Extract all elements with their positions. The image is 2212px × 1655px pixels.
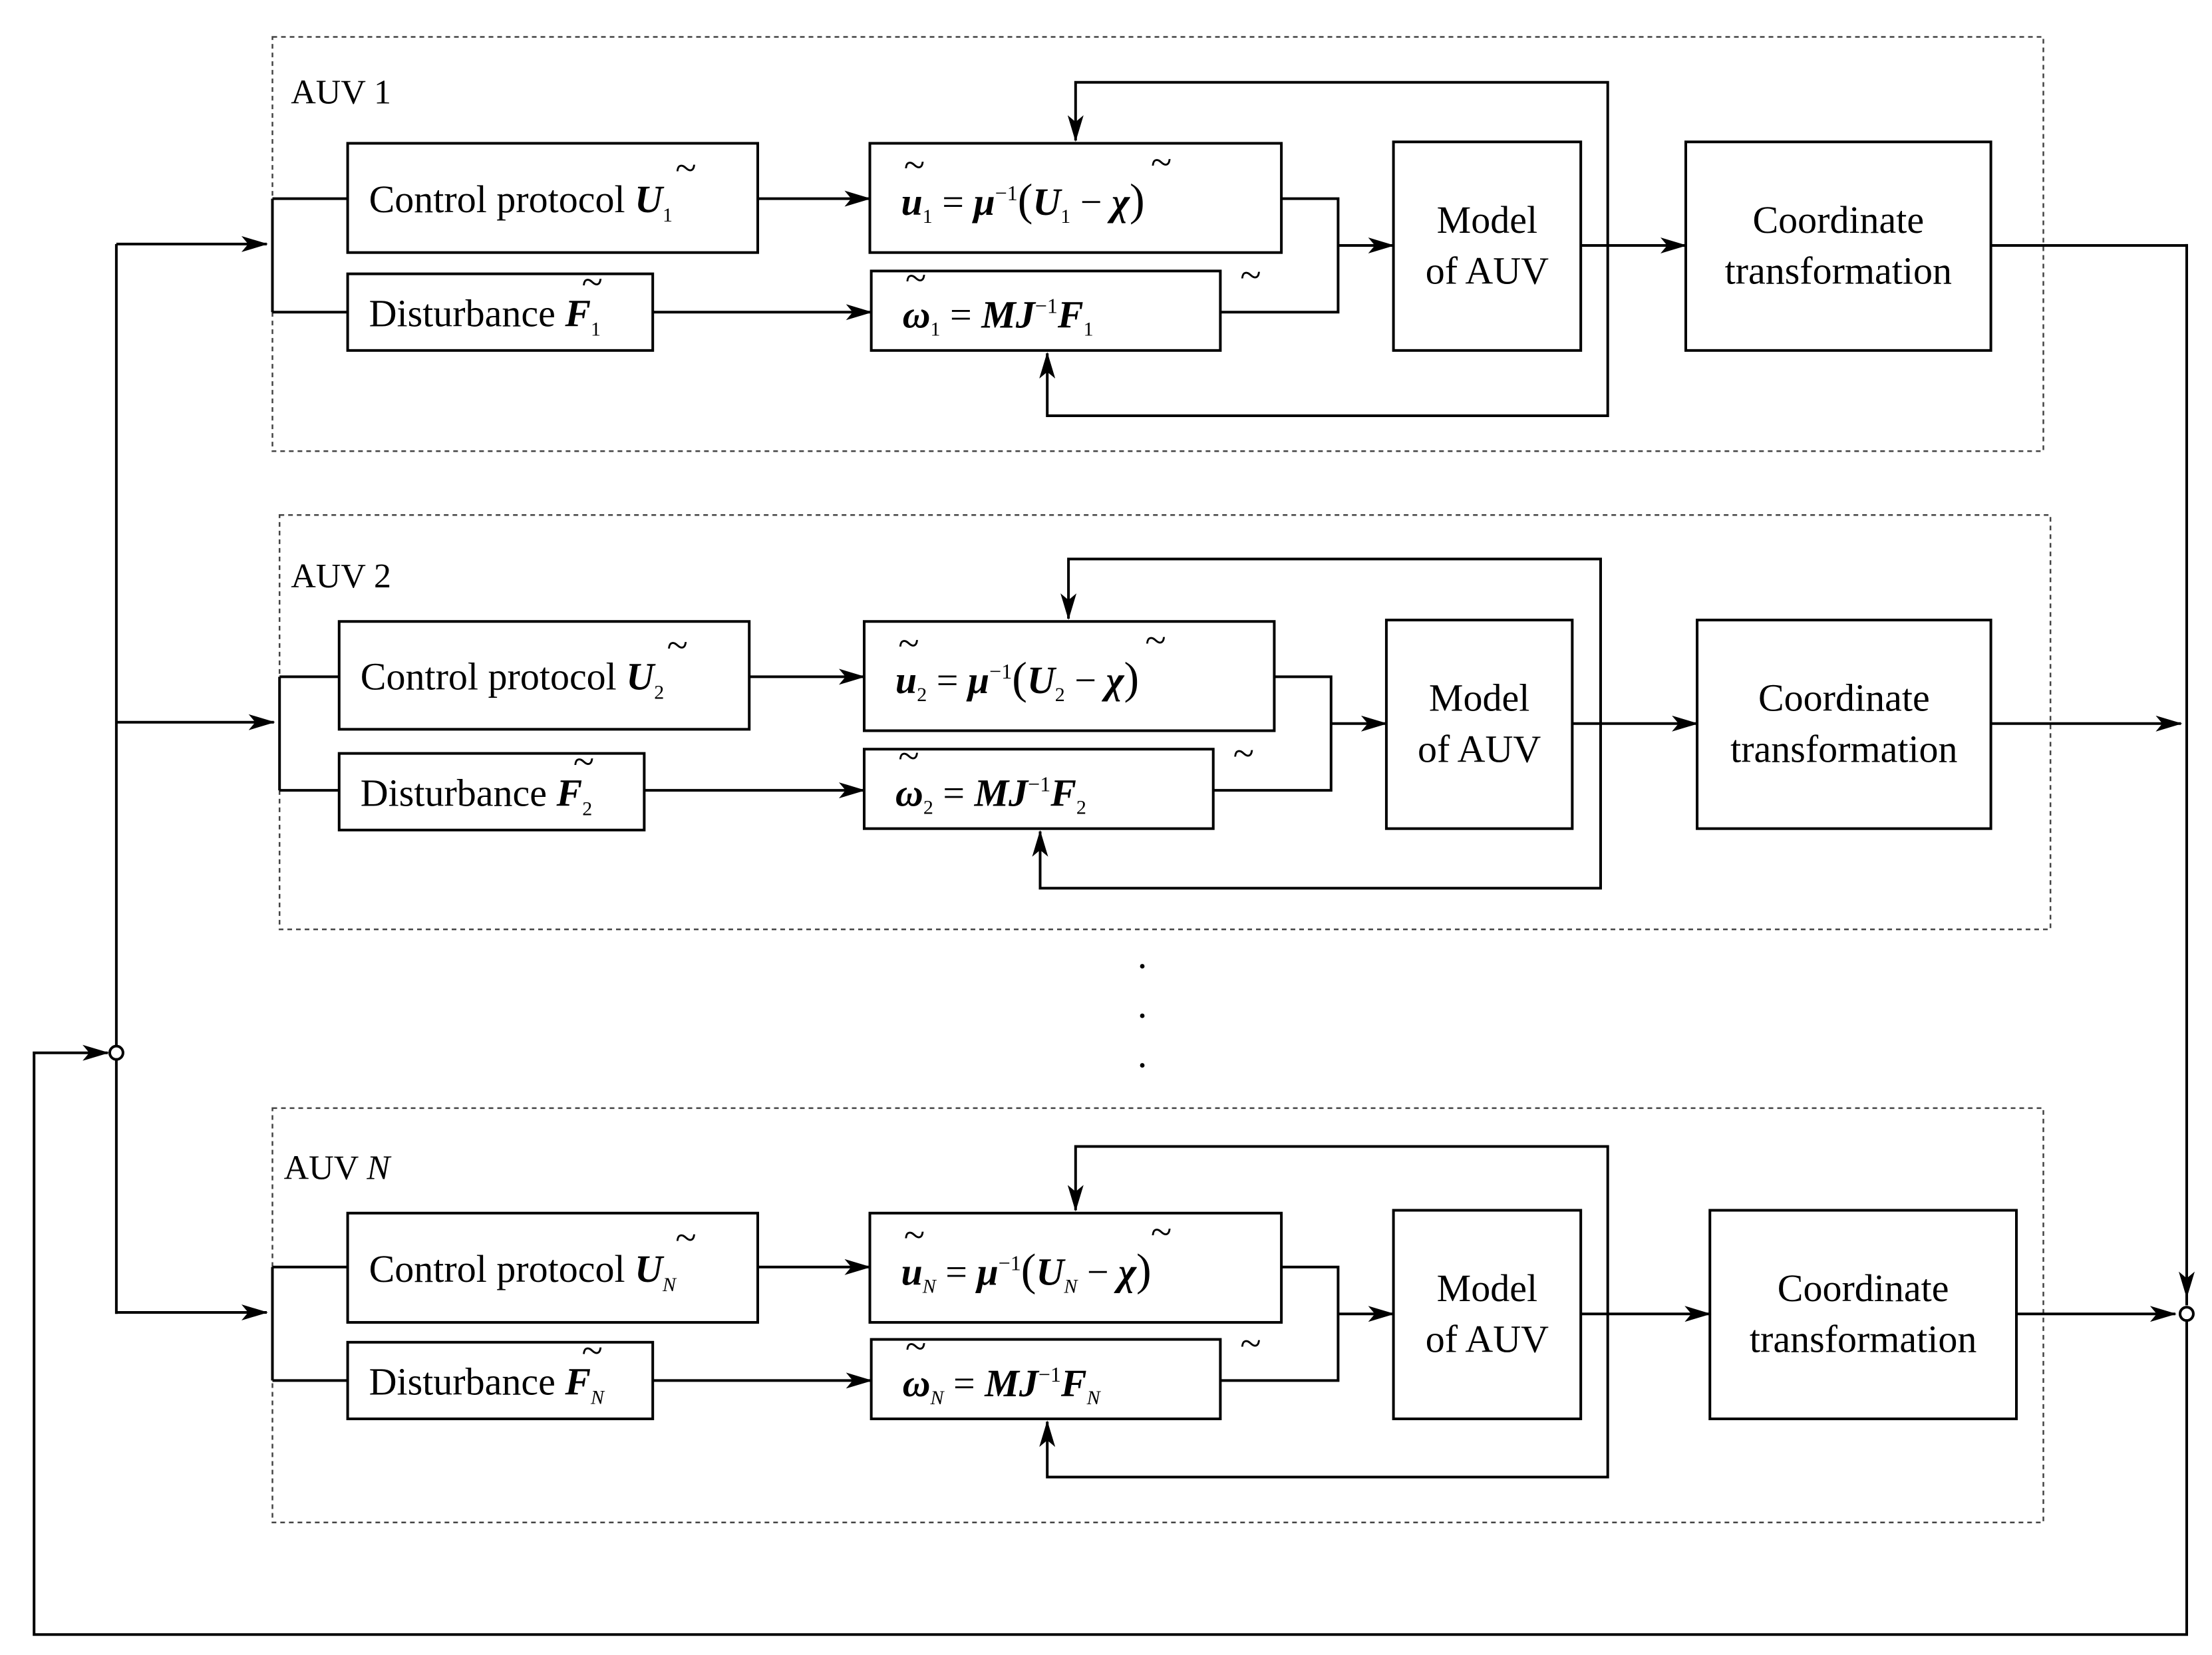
left-junction bbox=[108, 1044, 124, 1061]
auv-n-u-tilde: ~ bbox=[904, 1213, 925, 1257]
ellipsis-dot-3: · bbox=[1136, 1044, 1148, 1087]
auv-1-feedback-top-arrow bbox=[1067, 80, 1609, 245]
auv-2-disturbance-tilde: ~ bbox=[573, 740, 594, 784]
auv-n-disturbance-tilde: ~ bbox=[582, 1329, 603, 1372]
auv-n-eq-combine bbox=[1220, 1265, 1340, 1382]
auv-n-coordinate-transformation-box bbox=[1708, 1209, 2018, 1420]
auv-1-w-tilde: ~ bbox=[905, 256, 926, 299]
global-feedback-arrow bbox=[33, 1044, 2188, 1636]
auv-1-feedback-bottom-arrow bbox=[1039, 245, 1609, 417]
auv-n-model-line1: Model bbox=[1437, 1267, 1537, 1310]
auv-2-feedback-top-arrow bbox=[1060, 557, 1602, 724]
auv-n-coord-line2: transformation bbox=[1750, 1318, 1976, 1361]
auv-2-disturbance-equation: ω2 = MJ−1F2 bbox=[895, 772, 1086, 819]
auv-2-model-line1: Model bbox=[1429, 677, 1529, 720]
auv-1-coord-line1: Coordinate bbox=[1752, 198, 1924, 241]
auv-2-coord-line2: transformation bbox=[1730, 727, 1957, 770]
ellipsis-dot-1: · bbox=[1136, 945, 1148, 988]
auv-n-control-equation-box bbox=[868, 1211, 1283, 1324]
auv-2-feedback-bottom-arrow bbox=[1032, 723, 1602, 890]
auv-1-disturbance-tilde: ~ bbox=[582, 261, 603, 304]
auv-n-disturbance-equation: ωN = MJ−1FN bbox=[903, 1362, 1102, 1409]
auv-n-coord-line1: Coordinate bbox=[1778, 1267, 1949, 1310]
auv-n-control-tilde: ~ bbox=[675, 1216, 696, 1259]
auv-2-model-line2: of AUV bbox=[1418, 727, 1541, 770]
auv-n-w-tilde: ~ bbox=[905, 1324, 926, 1368]
auv-2-control-protocol-label: Control protocol U2 bbox=[361, 655, 664, 704]
auv-2-u-tilde: ~ bbox=[898, 622, 919, 665]
auv-1-model-line1: Model bbox=[1437, 198, 1537, 241]
auv-1-control-tilde: ~ bbox=[675, 146, 696, 190]
right-junction bbox=[2178, 1306, 2195, 1322]
auv-2-control-equation: u2 = μ−1(U2 − χ) bbox=[895, 653, 1139, 706]
auv-2-coordinate-transformation-box bbox=[1696, 619, 1992, 830]
auv-n-control-equation: uN = μ−1(UN − χ) bbox=[901, 1244, 1151, 1297]
auv-2-F-tilde: ~ bbox=[1233, 732, 1254, 775]
auv-n-feedback-top-arrow bbox=[1067, 1145, 1609, 1314]
auv-1-coord-line2: transformation bbox=[1725, 249, 1952, 293]
auv-2-disturbance-box bbox=[337, 752, 646, 831]
auv-1-U-tilde: ~ bbox=[1151, 140, 1172, 184]
auv-n-control-protocol-label: Control protocol UN bbox=[369, 1247, 677, 1296]
auv-1-control-protocol-label: Control protocol U1 bbox=[369, 178, 673, 226]
auv-n-disturbance-label: Disturbance FN bbox=[369, 1360, 605, 1409]
auv-1-eq-combine bbox=[1220, 197, 1340, 314]
auv-1-disturbance-equation: ω1 = MJ−1F1 bbox=[903, 293, 1094, 341]
auv-n-F-tilde: ~ bbox=[1240, 1322, 1261, 1365]
auv-2-w-tilde: ~ bbox=[898, 734, 919, 778]
auv-1-title: AUV 1 bbox=[291, 74, 391, 112]
auv-1-model-box bbox=[1392, 140, 1583, 352]
ellipsis-dot-2: · bbox=[1136, 994, 1148, 1037]
auv-1-model-line2: of AUV bbox=[1426, 249, 1549, 293]
auv-1-F-tilde: ~ bbox=[1240, 253, 1261, 297]
auv-2-eq-combine bbox=[1213, 675, 1333, 792]
auv-2-title: AUV 2 bbox=[291, 557, 391, 595]
auv-1-disturbance-label: Disturbance F1 bbox=[369, 292, 601, 341]
auv-2-disturbance-label: Disturbance F2 bbox=[361, 772, 592, 820]
auv-2-group-frame bbox=[278, 514, 2052, 931]
auv-n-model-box bbox=[1392, 1209, 1583, 1420]
auv-n-title: AUV N bbox=[284, 1149, 393, 1187]
auv-1-u-tilde: ~ bbox=[904, 144, 925, 187]
auv-1-output-arrow bbox=[1990, 244, 2195, 1298]
auv-1-group-frame bbox=[271, 36, 2044, 452]
auv-1-coordinate-transformation-box bbox=[1684, 140, 1992, 352]
auv-n-group-frame bbox=[271, 1107, 2044, 1523]
auv-n-U-tilde: ~ bbox=[1151, 1211, 1172, 1254]
auv-2-control-tilde: ~ bbox=[667, 624, 688, 667]
auv-2-coord-line1: Coordinate bbox=[1758, 677, 1930, 720]
auv-2-U-tilde: ~ bbox=[1145, 619, 1166, 662]
auv-2-model-box bbox=[1384, 619, 1574, 830]
auv-n-model-line2: of AUV bbox=[1426, 1318, 1549, 1361]
auv-n-feedback-bottom-arrow bbox=[1039, 1314, 1609, 1479]
auv-2-control-protocol-box bbox=[337, 620, 751, 731]
auv-1-control-equation: u1 = μ−1(U1 − χ) bbox=[901, 174, 1144, 227]
